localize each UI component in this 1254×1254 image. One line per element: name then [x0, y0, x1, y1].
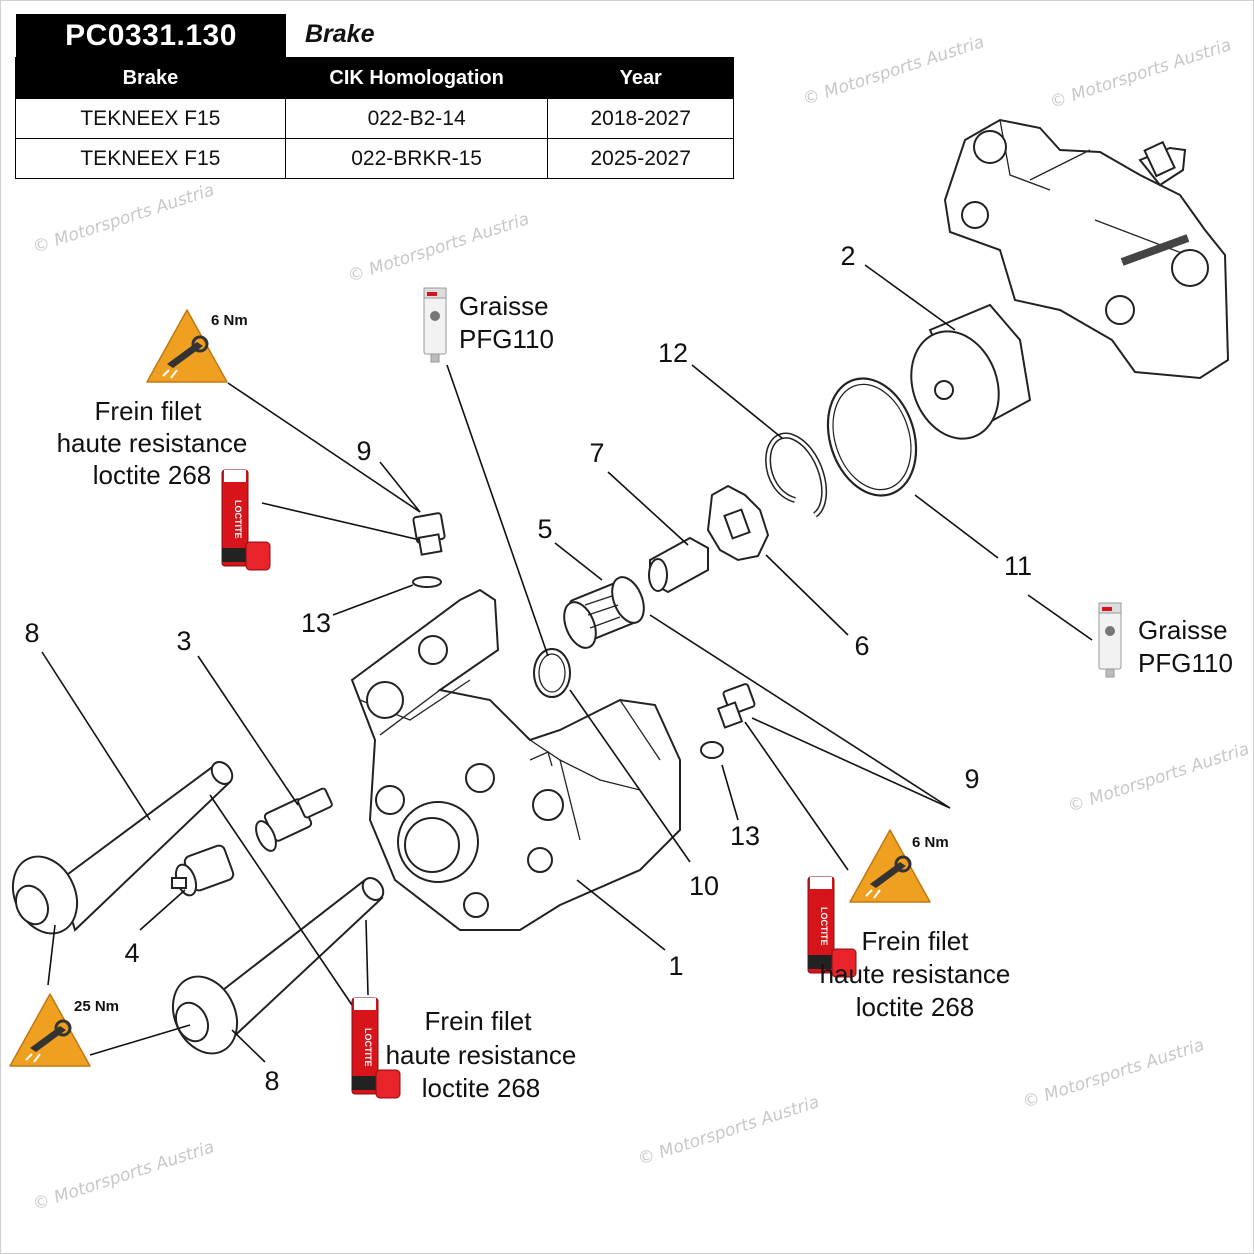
table-cell: 2025-2027	[547, 138, 734, 179]
loctite-line1: Frein filet	[95, 396, 203, 426]
label-4: 4	[124, 938, 139, 968]
master-housing	[943, 118, 1230, 380]
label-7: 7	[589, 438, 604, 468]
watermark-text: © Motorsports Austria	[345, 209, 531, 287]
col-brake: Brake	[15, 57, 286, 99]
o-ring	[533, 648, 571, 698]
hex-adjuster	[648, 536, 709, 594]
table-header-row: Brake CIK Homologation Year	[15, 57, 734, 99]
label-9-right: 9	[964, 764, 979, 794]
loctite-note-bottom: Frein filet haute resistance loctite 268	[351, 997, 577, 1103]
table-cell: 022-B2-14	[284, 98, 549, 139]
watermark-text: © Motorsports Austria	[635, 1092, 821, 1170]
seal-ring	[826, 377, 918, 497]
washer-right	[700, 741, 724, 759]
diagram-title: Brake	[305, 20, 375, 48]
watermark-text: © Motorsports Austria	[30, 1137, 216, 1215]
label-3: 3	[176, 626, 191, 656]
label-12: 12	[658, 338, 688, 368]
grease-note-top: Graisse PFG110	[423, 287, 554, 363]
homologation-table: Brake CIK Homologation Year TEKNEEX F15 …	[15, 57, 734, 179]
loctite-line2: haute resistance	[820, 959, 1011, 989]
grease-line2: PFG110	[459, 324, 554, 354]
label-8-bottom: 8	[264, 1066, 279, 1096]
col-year: Year	[547, 57, 734, 99]
loctite-line3: loctite 268	[422, 1073, 541, 1103]
torque-warning-top: 6 Nm	[145, 308, 248, 384]
loctite-stick-icon	[221, 469, 271, 571]
torque-warning-bottom: 25 Nm	[8, 992, 119, 1068]
pin	[171, 844, 235, 897]
piston	[910, 303, 1032, 440]
label-11: 11	[1004, 551, 1032, 581]
loctite-line3: loctite 268	[856, 992, 975, 1022]
label-5: 5	[537, 514, 552, 544]
bolt-upper	[11, 761, 234, 935]
table-cell: 2018-2027	[547, 98, 734, 139]
grease-tube-icon	[423, 287, 447, 363]
bleed-nipple	[255, 787, 333, 852]
label-13-right: 13	[730, 821, 760, 851]
table-row: TEKNEEX F15 022-BRKR-15 2025-2027	[15, 138, 734, 179]
loctite-line2: haute resistance	[57, 428, 248, 458]
part-labels: 2 12 11 7 6 5 9 13 9 13 10 1 8 3 4 8	[24, 241, 1032, 1096]
table-cell: 022-BRKR-15	[284, 138, 549, 179]
bolt-lower	[171, 877, 385, 1055]
torque-warning-right: 6 Nm	[848, 828, 949, 904]
table-row: TEKNEEX F15 022-B2-14 2018-2027	[15, 98, 734, 139]
part-code: PC0331.130	[16, 14, 286, 58]
grease-line2: PFG110	[1138, 648, 1233, 678]
loctite-note-top: Frein filet haute resistance loctite 268	[57, 396, 271, 571]
washer-top	[412, 576, 442, 588]
caliper-body	[350, 588, 681, 931]
loctite-line1: Frein filet	[425, 1006, 533, 1036]
torque-value: 6 Nm	[211, 312, 248, 329]
circlip	[765, 432, 827, 518]
table-cell: TEKNEEX F15	[15, 138, 286, 179]
label-10: 10	[689, 871, 719, 901]
screw-right	[716, 683, 756, 729]
loctite-line2: haute resistance	[386, 1040, 577, 1070]
grease-line1: Graisse	[1138, 615, 1228, 645]
watermark-text: © Motorsports Austria	[1047, 35, 1233, 113]
label-2: 2	[840, 241, 855, 271]
watermark-text: © Motorsports Austria	[1065, 739, 1251, 817]
label-9-top: 9	[356, 436, 371, 466]
label-13-top: 13	[301, 608, 331, 638]
adjuster-screw	[563, 576, 645, 649]
label-6: 6	[854, 631, 869, 661]
watermark-text: © Motorsports Austria	[1020, 1035, 1206, 1113]
table-cell: TEKNEEX F15	[15, 98, 286, 139]
screw-top	[412, 512, 446, 556]
torque-value: 6 Nm	[912, 834, 949, 851]
watermark-text: © Motorsports Austria	[30, 180, 216, 258]
label-8-top: 8	[24, 618, 39, 648]
loctite-line1: Frein filet	[862, 926, 970, 956]
watermark-text: © Motorsports Austria	[800, 32, 986, 110]
grease-note-right: Graisse PFG110	[1098, 602, 1233, 678]
leader-lines	[41, 264, 1093, 1063]
torque-value: 25 Nm	[74, 998, 119, 1015]
grease-tube-icon	[1098, 602, 1122, 678]
grease-line1: Graisse	[459, 291, 549, 321]
loctite-line3: loctite 268	[93, 460, 212, 490]
label-1: 1	[668, 951, 683, 981]
col-cik: CIK Homologation	[284, 57, 549, 99]
loctite-note-right: Frein filet haute resistance loctite 268	[807, 876, 1011, 1022]
